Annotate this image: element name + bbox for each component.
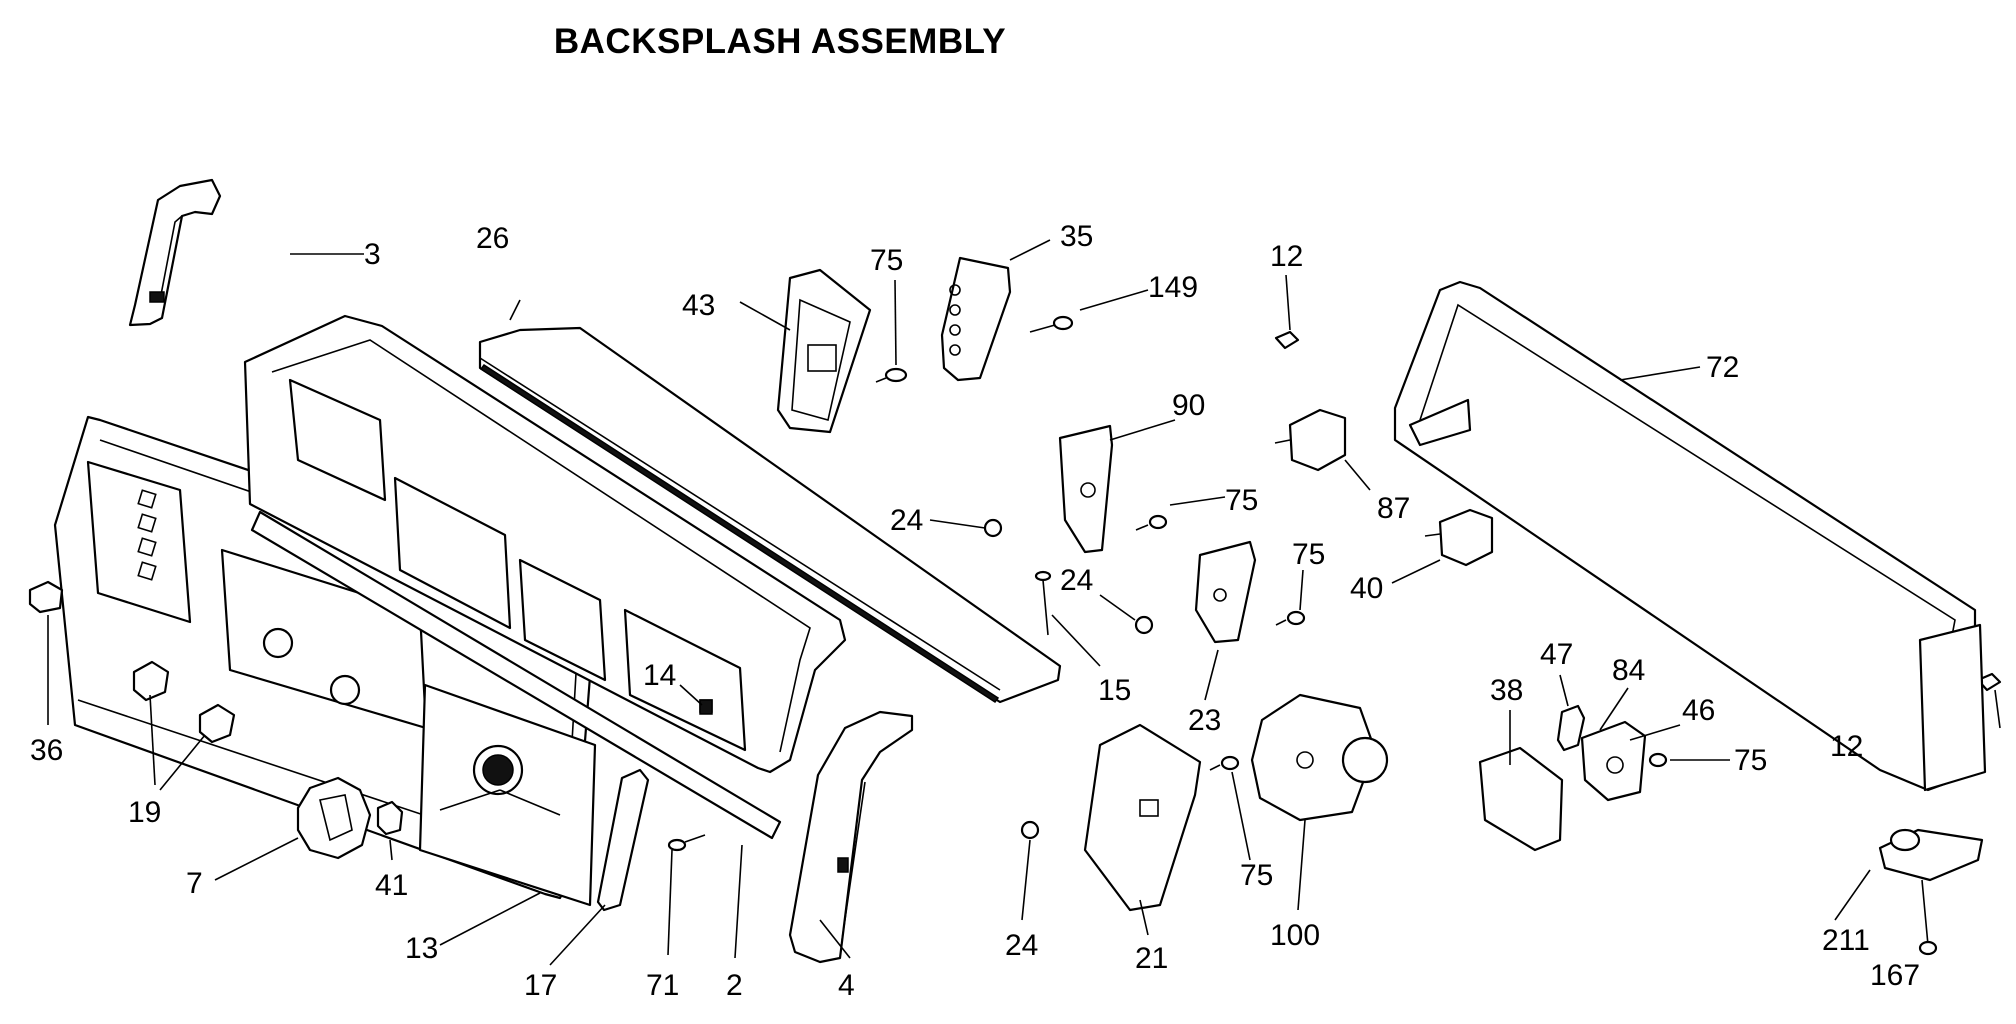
leader-lines [47,239,2001,966]
callout-72: 72 [1706,351,1739,384]
callout-71: 71 [646,969,679,1002]
bracket-23-part [1194,540,1257,644]
block-84-46-part [1580,720,1647,802]
screw-75-lower-part [1275,610,1306,626]
callout-24: 24 [890,504,923,537]
callout-75: 75 [1292,538,1325,571]
bottom-trim-part [250,510,782,840]
callout-149: 149 [1148,271,1198,304]
button-19-b-part [198,703,236,744]
switch-87-part [1274,408,1347,472]
callout-84: 84 [1612,654,1645,687]
callout-35: 35 [1060,220,1093,253]
screw-24-a-part [983,518,1003,538]
top-rail-part [478,326,1062,704]
end-cap-left-part [128,178,222,327]
callout-90: 90 [1172,389,1205,422]
clip-47-part [1556,704,1586,752]
bracket-38-part [1478,746,1564,852]
callout-87: 87 [1377,492,1410,525]
rear-housing-part [1393,280,1987,792]
button-19-a-part [132,660,170,702]
callout-13: 13 [405,932,438,965]
callout-36: 36 [30,734,63,767]
screw-149-part [1029,315,1074,333]
callout-75: 75 [1734,744,1767,777]
callout-211: 211 [1822,924,1870,957]
callout-75: 75 [1225,484,1258,517]
callout-21: 21 [1135,942,1168,975]
callout-23: 23 [1188,704,1221,737]
callout-12: 12 [1270,240,1303,273]
nut-12-top-part [1274,330,1300,350]
plate-21-part [1083,723,1202,912]
callout-17: 17 [524,969,557,1002]
strip-17-part [596,768,650,912]
switch-35-part [940,256,1012,382]
knob-41-part [376,800,404,836]
screw-71-part [667,834,706,852]
screw-75-bottom-part [1209,755,1240,771]
callout-labels: 3 26 43 75 35 149 12 72 90 87 24 75 24 7… [30,220,1920,1002]
callout-41: 41 [375,869,408,902]
callout-26: 26 [476,222,509,255]
screw-75-mid-part [1135,514,1168,531]
callout-24: 24 [1060,564,1093,597]
bracket-43-part [776,268,872,434]
knob-7-part [296,776,372,860]
callout-19: 19 [128,796,161,829]
callout-75: 75 [1240,859,1273,892]
screw-75-right-part [1648,752,1668,768]
switch-40-part [1424,508,1494,567]
nut-12-right-part [1976,672,2002,692]
end-cap-right-part [788,710,914,964]
screw-24-b-part [1134,615,1154,635]
diagram-title: BACKSPLASH ASSEMBLY [553,22,1007,61]
callout-2: 2 [726,969,743,1002]
bracket-90-part [1058,424,1114,554]
callout-100: 100 [1270,919,1320,952]
bracket-211-part [1878,828,1984,882]
callout-47: 47 [1540,638,1573,671]
screw-75-top-part [875,367,908,383]
clip-14-part [699,699,713,715]
callout-14: 14 [643,659,676,692]
callout-167: 167 [1870,959,1920,992]
callout-75: 75 [870,244,903,277]
callout-12: 12 [1830,730,1863,763]
cap-36-part [28,580,64,614]
callout-15: 15 [1098,674,1131,707]
callout-43: 43 [682,289,715,322]
screw-15-part [1034,570,1052,636]
console-frame-part [243,314,847,774]
callout-24: 24 [1005,929,1038,962]
callout-7: 7 [186,867,203,900]
callout-3: 3 [364,238,381,271]
callout-38: 38 [1490,674,1523,707]
callout-40: 40 [1350,572,1383,605]
callout-4: 4 [838,969,855,1002]
screw-24-c-part [1020,820,1040,840]
callout-46: 46 [1682,694,1715,727]
screw-167-part [1918,879,1938,956]
timer-100-part [1250,693,1389,822]
